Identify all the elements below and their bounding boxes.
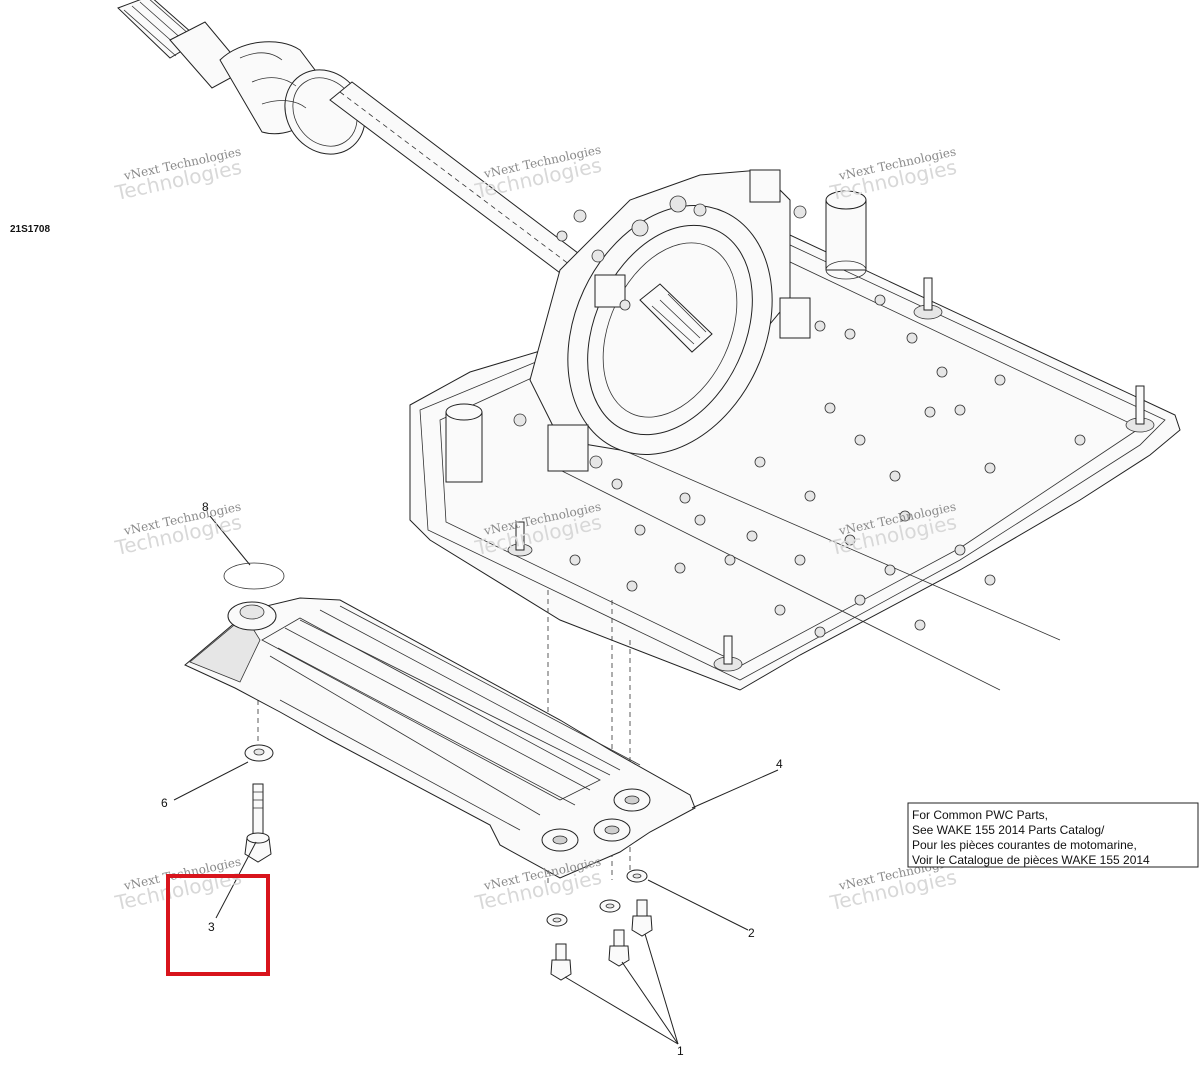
callout-4: 4	[776, 757, 783, 771]
tray-bolts	[514, 294, 1086, 638]
callout-3: 3	[208, 920, 215, 934]
pump-support-ring	[513, 169, 826, 472]
leader-lines	[173, 515, 779, 1045]
callout-1: 1	[677, 1044, 684, 1058]
drawing-code: 21S1708	[10, 224, 50, 235]
bolt-part-3	[244, 783, 272, 863]
intake-grate-part-4	[184, 597, 696, 879]
highlight-box	[166, 874, 270, 976]
ride-plate-tray	[409, 190, 1181, 691]
washers-part-2	[546, 869, 648, 927]
common-parts-note: For Common PWC Parts, See WAKE 155 2014 …	[907, 802, 1199, 868]
washer-part-6	[244, 744, 274, 762]
note-line-4: Voir le Catalogue de pièces WAKE 155 201…	[912, 853, 1150, 867]
note-line-1: For Common PWC Parts,	[912, 808, 1048, 822]
drive-shaft	[117, 0, 641, 319]
callout-2: 2	[748, 926, 755, 940]
screws-part-1	[550, 899, 653, 981]
note-line-3: Pour les pièces courantes de motomarine,	[912, 838, 1137, 852]
callout-6: 6	[161, 796, 168, 810]
o-ring-part-8	[223, 562, 285, 590]
callout-8: 8	[202, 500, 209, 514]
note-line-2: See WAKE 155 2014 Parts Catalog/	[912, 823, 1105, 837]
